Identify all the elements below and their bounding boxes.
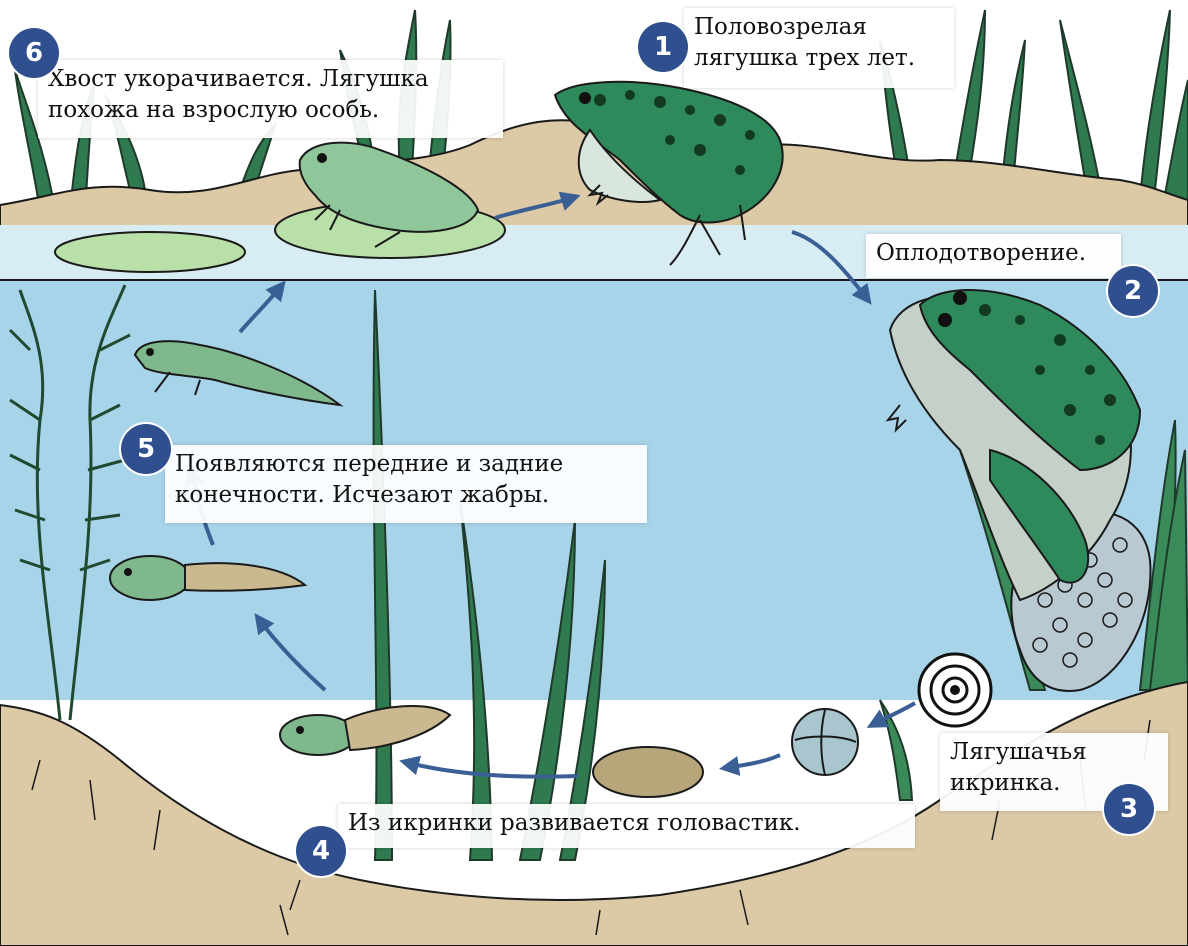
stage-2-line-1: Оплодотворение.	[876, 240, 1087, 266]
stage-1-badge: 1	[638, 22, 688, 72]
mating-frogs	[885, 289, 1142, 602]
pond-bottom	[0, 680, 1188, 946]
stage-3-badge: 3	[1104, 784, 1154, 834]
frog-egg	[917, 652, 993, 728]
arrow-stage5-to-stage6	[238, 280, 286, 334]
stage-2-badge: 2	[1108, 266, 1158, 316]
arrow-hatchling-to-tadpole	[254, 613, 327, 692]
tadpole-with-legs	[133, 340, 344, 407]
stage-3-label: Лягушачья икринка.	[940, 733, 1168, 811]
stage-4-line-1: Из икринки развивается головастик.	[348, 810, 801, 836]
lily-pad-left	[54, 231, 246, 273]
stage-4-label: Из икринки развивается головастик.	[338, 804, 915, 848]
stage-6-label: Хвост укорачивается. Лягушка похожа на в…	[38, 60, 503, 138]
stage-1-line-1: Половозрелая	[694, 14, 867, 40]
young-frog	[298, 141, 480, 248]
adult-frog	[553, 80, 784, 266]
stage-4-badge: 4	[296, 826, 346, 876]
arrow-egg-to-embryo	[719, 753, 781, 776]
arrow-3-egg	[866, 701, 917, 728]
stage-1-line-2: лягушка трех лет.	[694, 45, 916, 71]
embryo	[592, 746, 704, 798]
stage-6-line-1: Хвост укорачивается. Лягушка	[48, 66, 429, 92]
stage-3-line-1: Лягушачья	[950, 739, 1087, 765]
water-weed-left	[8, 284, 131, 721]
arrow-1-to-2	[791, 230, 872, 305]
stage-2-label: Оплодотворение.	[866, 234, 1121, 278]
stage-5-line-2: конечности. Исчезают жабры.	[175, 482, 550, 508]
tadpole-hatching	[279, 705, 452, 756]
stage-6-badge: 6	[9, 28, 59, 78]
stage-6-line-2: похожа на взрослую особь.	[48, 97, 380, 123]
arrow-6-to-1	[494, 191, 581, 220]
underwater-reeds	[372, 289, 606, 861]
stage-1-label: Половозрелая лягушка трех лет.	[684, 8, 954, 88]
arrow-embryo-to-hatchling	[399, 755, 579, 779]
tadpole	[109, 555, 308, 601]
stage-3-line-2: икринка.	[950, 770, 1061, 796]
stage-5-line-1: Появляются передние и задние	[175, 451, 564, 477]
stage-5-badge: 5	[121, 424, 171, 474]
stage-5-label: Появляются передние и задние конечности.…	[165, 445, 647, 523]
egg-cleavage	[791, 708, 859, 776]
